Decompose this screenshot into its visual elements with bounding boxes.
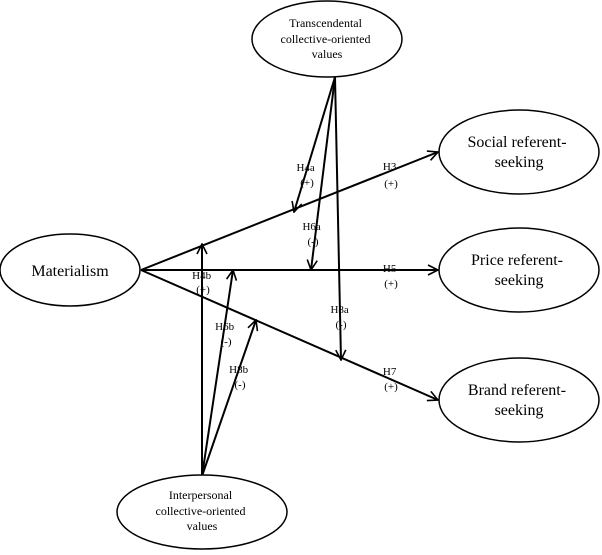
edge-interpersonal-h8b xyxy=(201,320,256,477)
node-interpersonal: Interpersonal collective-oriented values xyxy=(116,474,288,550)
hypothesis-h6b: H6b (-) xyxy=(215,321,237,348)
hypothesis-h8b-id: H8b xyxy=(229,364,248,376)
node-interpersonal-line-2: collective-oriented xyxy=(156,504,246,518)
node-price: Price referent- seeking xyxy=(438,227,600,313)
hypothesis-h5-sign: (+) xyxy=(384,278,398,290)
svg-text:Brand referent- seeking: Brand referent- seeking xyxy=(468,382,570,419)
svg-text:Interpersonal collective: Interpersonal collective-oriented values xyxy=(156,488,249,533)
hypothesis-h6b-id: H6b xyxy=(215,321,234,333)
edge-materialism-brand xyxy=(140,269,438,400)
hypothesis-h6b-sign: (-) xyxy=(221,336,232,348)
hypothesis-h6a-sign: (-) xyxy=(308,236,319,248)
node-transcendental-line-2: collective-oriented xyxy=(281,32,371,46)
hypothesis-h3-sign: (+) xyxy=(384,178,398,190)
hypothesis-h4a-sign: (+) xyxy=(300,177,314,189)
hypothesis-h5-id: H5 xyxy=(383,263,397,275)
node-brand-line-2: seeking xyxy=(495,402,544,419)
hypothesis-h3-id: H3 xyxy=(383,161,397,173)
edge-materialism-social xyxy=(140,152,438,271)
node-social: Social referent- seeking xyxy=(438,109,600,195)
hypothesis-h4a-id: H4a xyxy=(296,162,314,174)
node-brand: Brand referent- seeking xyxy=(438,357,600,443)
node-transcendental-line-3: values xyxy=(312,47,343,61)
node-social-line-2: seeking xyxy=(495,154,544,171)
hypothesis-h8a-sign: (-) xyxy=(336,319,347,331)
node-brand-line-1: Brand referent- xyxy=(468,382,566,399)
hypothesis-h8b: H8b (-) xyxy=(229,364,251,391)
node-price-line-2: seeking xyxy=(495,272,544,289)
svg-text:Social referent- seeking: Social referent- seeking xyxy=(467,134,570,171)
hypothesis-h7-id: H7 xyxy=(383,366,397,378)
hypothesis-h8a: H8a (-) xyxy=(330,304,351,331)
hypothesis-h4a: H4a (+) xyxy=(296,162,317,189)
node-transcendental-line-1: Transcendental xyxy=(289,16,363,30)
node-social-line-1: Social referent- xyxy=(467,134,566,151)
hypothesis-h7: H7 (+) xyxy=(383,366,399,393)
hypothesis-h6a: H6a (-) xyxy=(302,221,323,248)
svg-text:Price referent- seeking: Price referent- seeking xyxy=(471,252,567,289)
hypothesis-h4b: H4b (+) xyxy=(192,270,214,296)
node-materialism: Materialism xyxy=(0,233,141,307)
edge-interpersonal-h6b xyxy=(201,270,233,477)
hypothesis-h6a-id: H6a xyxy=(302,221,320,233)
edge-transcendental-h8a xyxy=(334,76,341,360)
hypothesis-h7-sign: (+) xyxy=(384,381,398,393)
node-interpersonal-line-1: Interpersonal xyxy=(169,488,233,502)
hypothesis-h5: H5 (+) xyxy=(383,263,399,290)
edge-transcendental-h4a xyxy=(294,76,336,212)
hypothesis-h8b-sign: (-) xyxy=(235,379,246,391)
node-transcendental: Transcendental collective-oriented value… xyxy=(251,0,403,78)
hypothesis-h3: H3 (+) xyxy=(383,161,399,190)
node-materialism-label: Materialism xyxy=(31,263,109,280)
hypothesis-h4b-sign: (+) xyxy=(196,284,210,296)
edge-transcendental-h6a xyxy=(311,76,336,270)
hypothesis-h8a-id: H8a xyxy=(330,304,348,316)
hypothesis-h4b-id: H4b xyxy=(192,270,211,282)
svg-text:Transcendental collectiv: Transcendental collective-oriented value… xyxy=(281,16,374,61)
node-price-line-1: Price referent- xyxy=(471,252,563,269)
node-interpersonal-line-3: values xyxy=(187,519,218,533)
